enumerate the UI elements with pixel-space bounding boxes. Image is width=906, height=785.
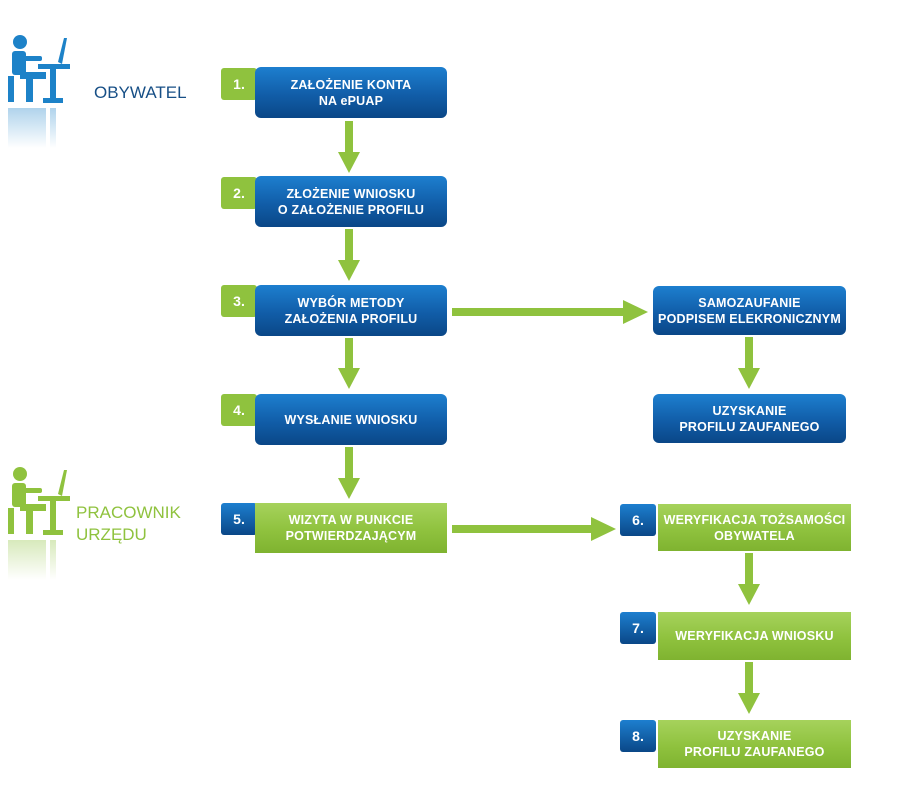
- step-2-box: ZŁOŻENIE WNIOSKU O ZAŁOŻENIE PROFILU: [255, 176, 447, 227]
- step-1-number: 1.: [221, 68, 257, 100]
- step-8-box: UZYSKANIE PROFILU ZAUFANEGO: [658, 720, 851, 768]
- arrow-3-branch: [452, 300, 648, 324]
- role-citizen-label: OBYWATEL: [94, 83, 187, 102]
- step-6-number: 6.: [620, 504, 656, 536]
- branch-obtain-box: UZYSKANIE PROFILU ZAUFANEGO: [653, 394, 846, 443]
- step-1-box: ZAŁOŻENIE KONTA NA ePUAP: [255, 67, 447, 118]
- step-4-box: WYSŁANIE WNIOSKU: [255, 394, 447, 445]
- arrow-1-2: [338, 121, 360, 173]
- step-2-number: 2.: [221, 177, 257, 209]
- step-5-number: 5.: [221, 503, 257, 535]
- arrow-3-4: [338, 338, 360, 389]
- step-4-number: 4.: [221, 394, 257, 426]
- step-6-box: WERYFIKACJA TOŻSAMOŚCI OBYWATELA: [658, 504, 851, 551]
- arrow-6-7: [738, 553, 760, 605]
- arrow-4-5: [338, 447, 360, 499]
- arrow-branch-down: [738, 337, 760, 389]
- branch-self-signed-box: SAMOZAUFANIE PODPISEM ELEKRONICZNYM: [653, 286, 846, 335]
- step-5-box: WIZYTA W PUNKCIE POTWIERDZAJĄCYM: [255, 503, 447, 553]
- step-7-box: WERYFIKACJA WNIOSKU: [658, 612, 851, 660]
- step-3-number: 3.: [221, 285, 257, 317]
- step-7-number: 7.: [620, 612, 656, 644]
- arrow-7-8: [738, 662, 760, 714]
- arrow-5-6: [452, 517, 616, 541]
- step-8-number: 8.: [620, 720, 656, 752]
- role-clerk-label: PRACOWNIK URZĘDU: [76, 503, 181, 544]
- arrow-2-3: [338, 229, 360, 281]
- citizen-icon: [8, 35, 70, 148]
- clerk-icon: [8, 467, 70, 580]
- step-3-box: WYBÓR METODY ZAŁOŻENIA PROFILU: [255, 285, 447, 336]
